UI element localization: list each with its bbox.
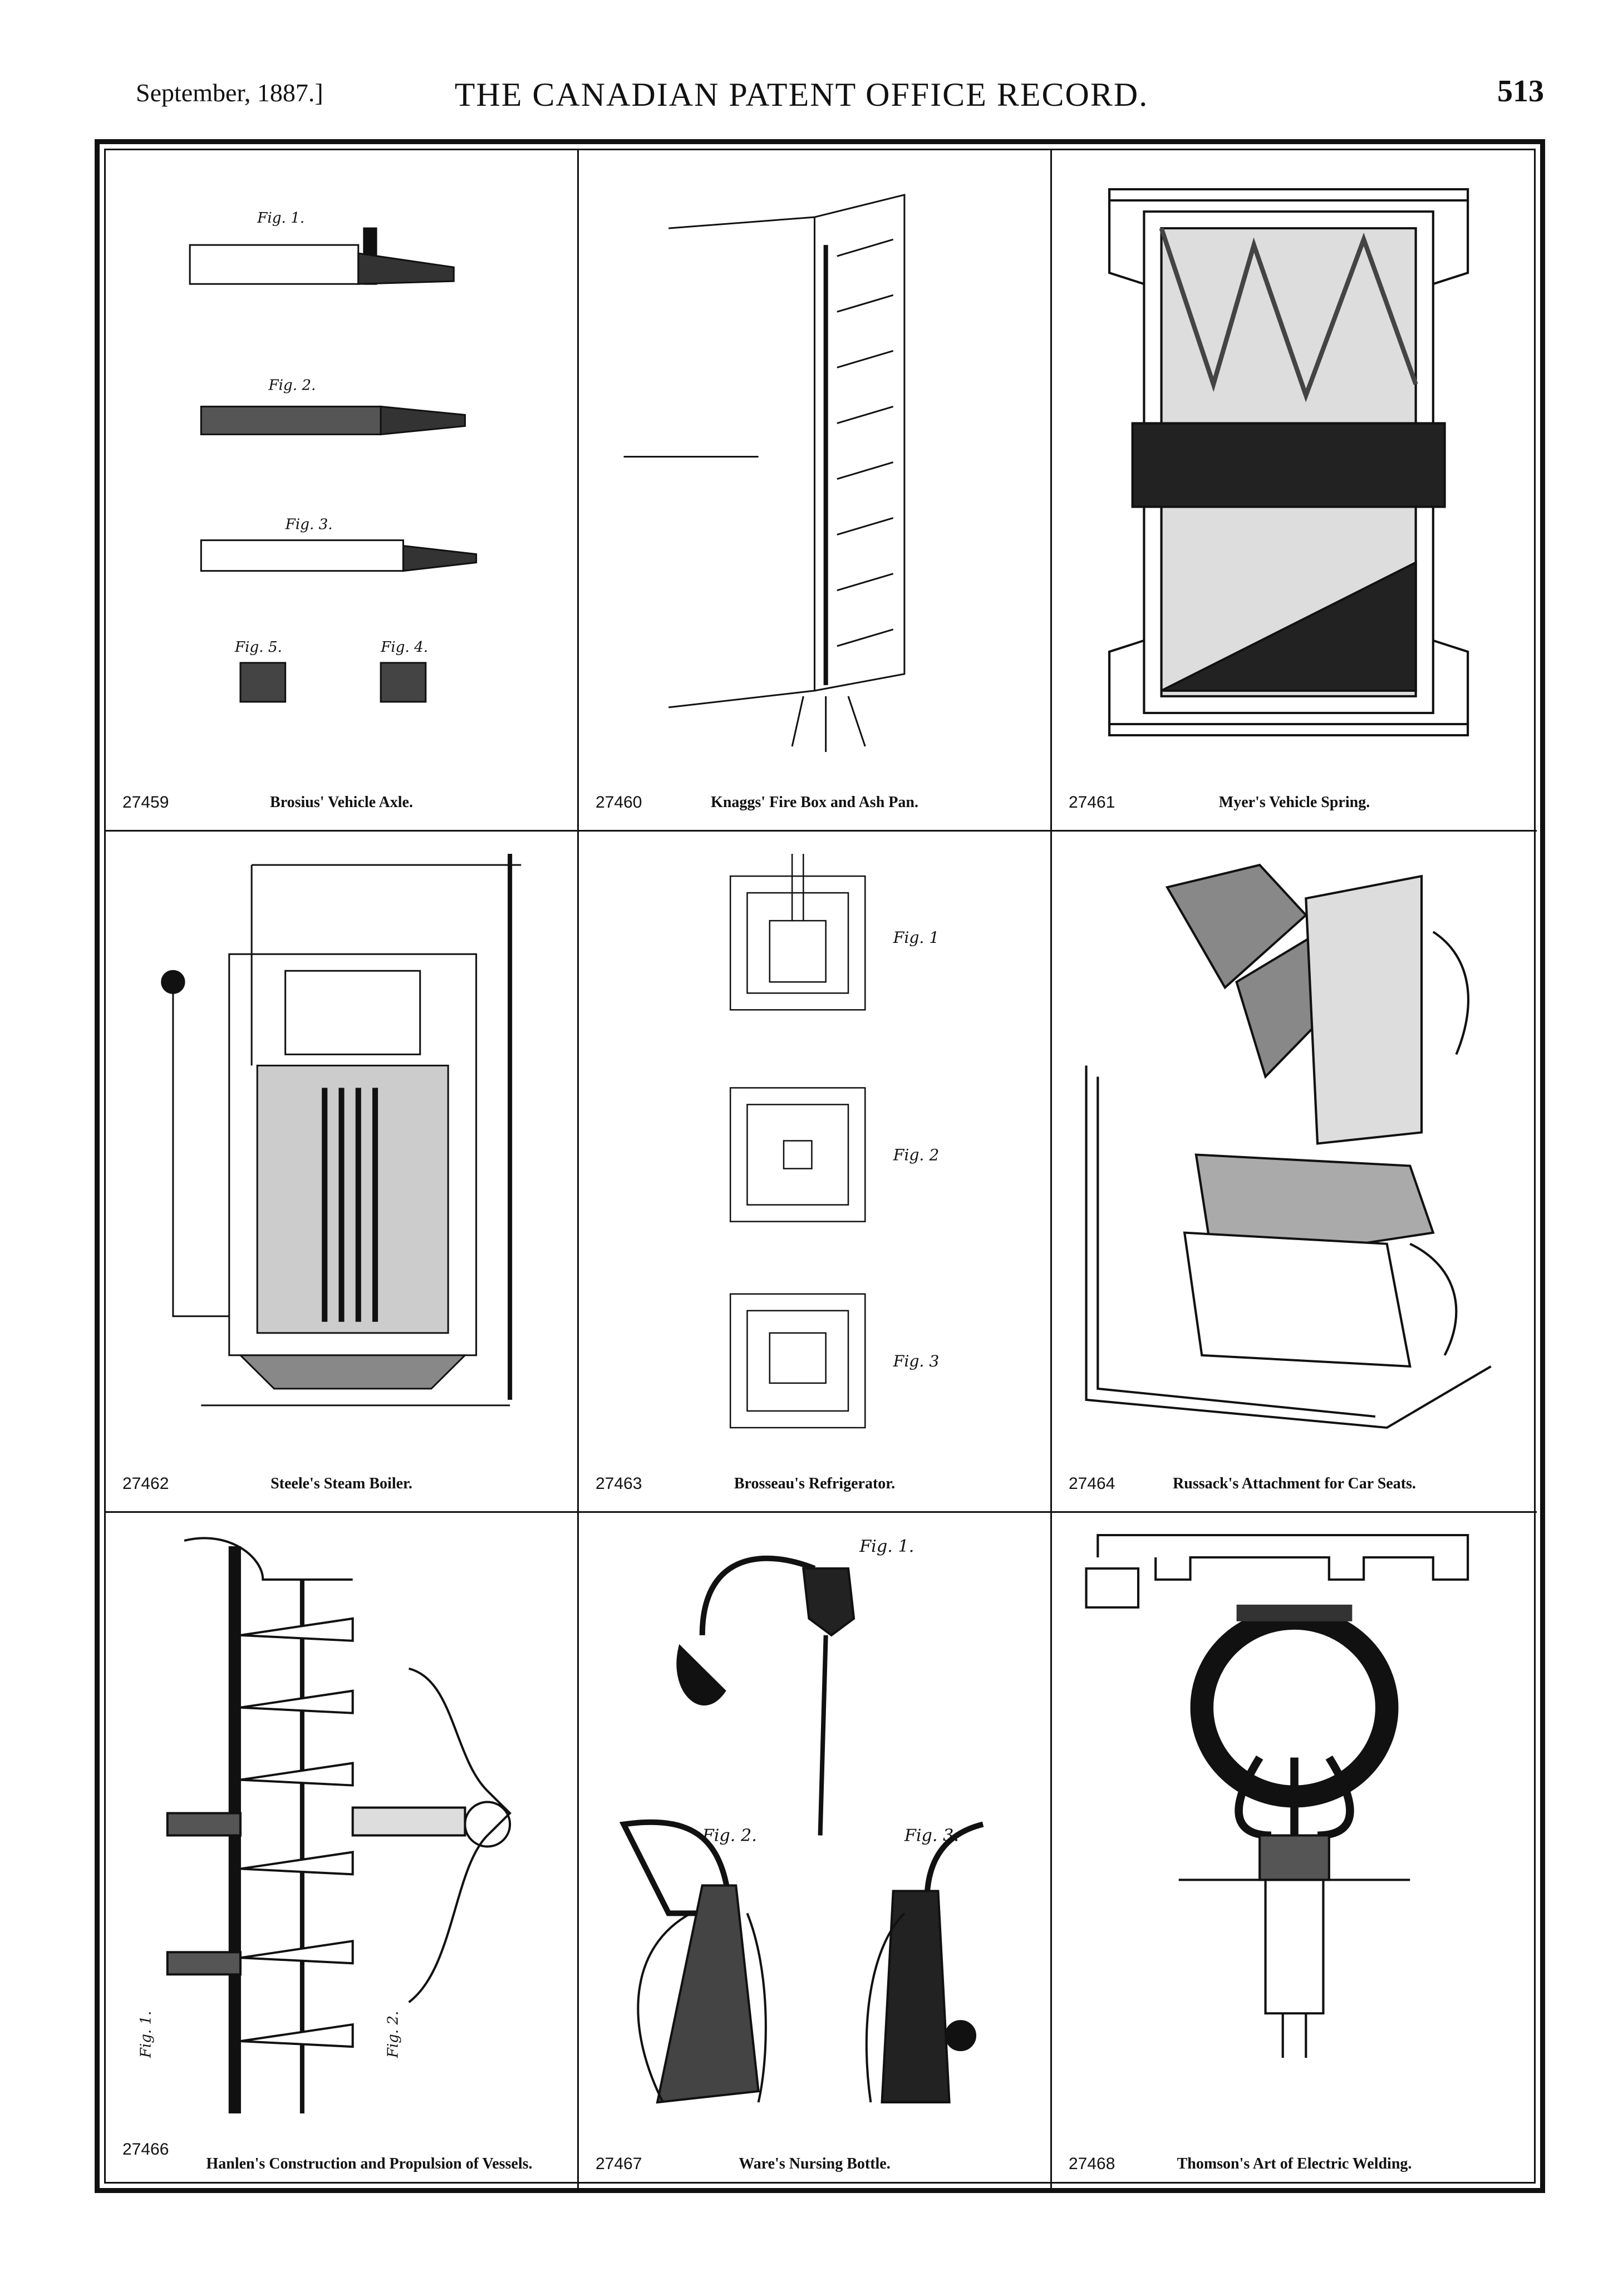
patent-number: 27460 bbox=[596, 793, 642, 812]
fig-label: Fig. 1. bbox=[257, 210, 304, 227]
patent-caption: 27466 Hanlen's Construction and Propulsi… bbox=[117, 2133, 566, 2178]
plates-grid: Fig. 1. Fig. 2. Fig. 3. Fig. 5. Fig. 4. … bbox=[104, 149, 1537, 2191]
fig-label: Fig. 2. bbox=[702, 1826, 757, 1846]
fig-label: Fig. 4. bbox=[380, 639, 428, 656]
car-seat-attachment-drawing bbox=[1063, 843, 1526, 1456]
patent-caption: 27464 Russack's Attachment for Car Seats… bbox=[1063, 1464, 1526, 1498]
patent-title: Ware's Nursing Bottle. bbox=[739, 2155, 891, 2173]
publication-title: THE CANADIAN PATENT OFFICE RECORD. bbox=[454, 76, 1149, 113]
patent-number: 27466 bbox=[122, 2140, 169, 2159]
patent-cell-27461: 27461 Myer's Vehicle Spring. bbox=[1052, 150, 1537, 832]
page-header: September, 1887.] THE CANADIAN PATENT OF… bbox=[0, 0, 1603, 139]
vehicle-spring-drawing bbox=[1063, 161, 1526, 774]
patent-title: Steele's Steam Boiler. bbox=[271, 1475, 412, 1493]
fig-label: Fig. 1. bbox=[859, 1537, 914, 1556]
refrigerator-drawing: Fig. 1 Fig. 2 Fig. 3 bbox=[590, 843, 1039, 1456]
patent-caption: 27468 Thomson's Art of Electric Welding. bbox=[1063, 2145, 1526, 2178]
plates-frame: Fig. 1. Fig. 2. Fig. 3. Fig. 5. Fig. 4. … bbox=[95, 139, 1545, 2193]
fig-label: Fig. 2. bbox=[385, 2011, 401, 2058]
fire-box-drawing bbox=[590, 161, 1039, 774]
patent-caption: 27463 Brosseau's Refrigerator. bbox=[590, 1464, 1039, 1498]
patent-cell-27459: Fig. 1. Fig. 2. Fig. 3. Fig. 5. Fig. 4. … bbox=[106, 150, 579, 832]
patent-title: Thomson's Art of Electric Welding. bbox=[1177, 2155, 1412, 2173]
fig-label: Fig. 1 bbox=[893, 928, 940, 947]
patent-number: 27464 bbox=[1069, 1474, 1115, 1493]
vehicle-axle-drawing: Fig. 1. Fig. 2. Fig. 3. Fig. 5. Fig. 4. bbox=[117, 161, 566, 774]
patent-title: Knaggs' Fire Box and Ash Pan. bbox=[711, 794, 918, 812]
fig-label: Fig. 3. bbox=[904, 1826, 959, 1846]
fig-label: Fig. 3. bbox=[285, 517, 333, 533]
electric-welding-drawing bbox=[1063, 1524, 1526, 2136]
fig-label: Fig. 5. bbox=[234, 639, 282, 656]
nursing-bottle-drawing: Fig. 1. Fig. 2. Fig. 3. bbox=[590, 1524, 1039, 2136]
patent-number: 27463 bbox=[596, 1474, 642, 1493]
patent-caption: 27459 Brosius' Vehicle Axle. bbox=[117, 783, 566, 817]
patent-cell-27464: 27464 Russack's Attachment for Car Seats… bbox=[1052, 832, 1537, 1513]
patent-caption: 27462 Steele's Steam Boiler. bbox=[117, 1464, 566, 1498]
patent-cell-27466: Fig. 1. Fig. 2. 27466 Hanlen's Construct… bbox=[106, 1513, 579, 2191]
patent-title: Russack's Attachment for Car Seats. bbox=[1173, 1475, 1416, 1493]
patent-number: 27467 bbox=[596, 2155, 642, 2173]
patent-number: 27462 bbox=[122, 1474, 169, 1493]
patent-cell-27468: 27468 Thomson's Art of Electric Welding. bbox=[1052, 1513, 1537, 2191]
patent-cell-27460: 27460 Knaggs' Fire Box and Ash Pan. bbox=[579, 150, 1052, 832]
patent-title: Hanlen's Construction and Propulsion of … bbox=[206, 2155, 533, 2173]
fig-label: Fig. 2 bbox=[893, 1146, 940, 1164]
fig-label: Fig. 2. bbox=[268, 377, 316, 394]
vessel-propulsion-drawing: Fig. 1. Fig. 2. bbox=[117, 1524, 566, 2136]
patent-cell-27463: Fig. 1 Fig. 2 Fig. 3 27463 Brosseau's Re… bbox=[579, 832, 1052, 1513]
patent-cell-27467: Fig. 1. Fig. 2. Fig. 3. 27467 Ware's Nur… bbox=[579, 1513, 1052, 2191]
patent-title: Brosius' Vehicle Axle. bbox=[270, 794, 413, 812]
patent-title: Brosseau's Refrigerator. bbox=[734, 1475, 896, 1493]
patent-title: Myer's Vehicle Spring. bbox=[1218, 794, 1370, 812]
patent-cell-27462: 27462 Steele's Steam Boiler. bbox=[106, 832, 579, 1513]
steam-boiler-drawing bbox=[117, 843, 566, 1456]
issue-date: September, 1887.] bbox=[136, 78, 323, 107]
patent-number: 27459 bbox=[122, 793, 169, 812]
patent-number: 27461 bbox=[1069, 793, 1115, 812]
patent-caption: 27461 Myer's Vehicle Spring. bbox=[1063, 783, 1526, 817]
page-number: 513 bbox=[1497, 74, 1544, 109]
fig-label: Fig. 3 bbox=[893, 1352, 940, 1370]
patent-caption: 27467 Ware's Nursing Bottle. bbox=[590, 2145, 1039, 2178]
patent-number: 27468 bbox=[1069, 2155, 1115, 2173]
patent-caption: 27460 Knaggs' Fire Box and Ash Pan. bbox=[590, 783, 1039, 817]
fig-label: Fig. 1. bbox=[137, 2011, 154, 2058]
